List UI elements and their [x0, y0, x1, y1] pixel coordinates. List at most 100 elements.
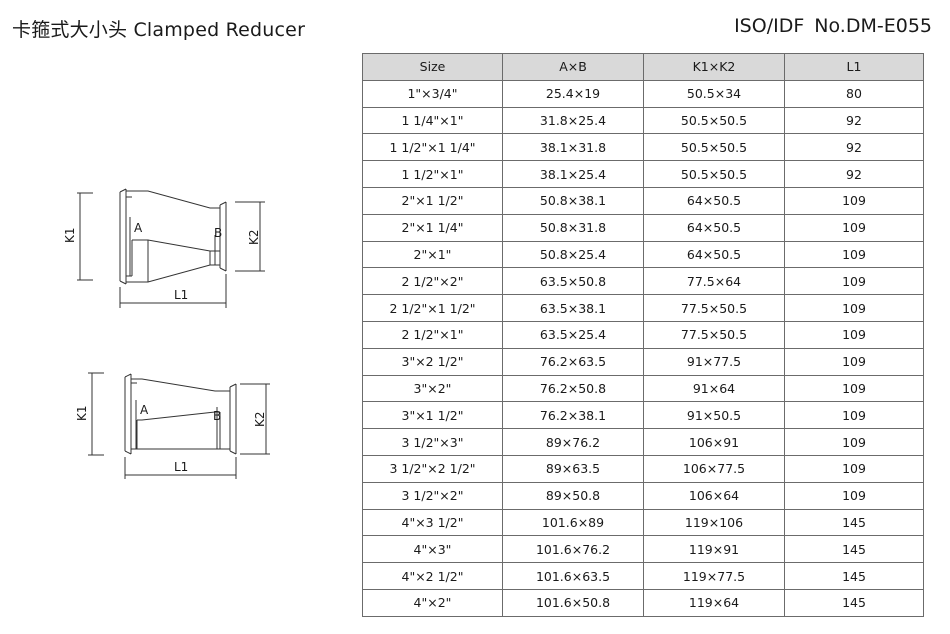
size-cell: 1 1/2"×1": [362, 160, 503, 188]
size-cell: 4"×3": [362, 535, 503, 564]
k1-k2-cell: 91×64: [643, 374, 785, 403]
a-b-cell: 101.6×76.2: [502, 535, 644, 564]
l1-cell: 145: [784, 535, 924, 564]
page-title: 卡箍式大小头 Clamped Reducer: [12, 19, 306, 41]
a-b-cell: 76.2×38.1: [502, 401, 644, 430]
size-cell: 4"×3 1/2": [362, 508, 503, 537]
size-cell: 3"×2 1/2": [362, 347, 503, 376]
k1-k2-cell: 91×50.5: [643, 401, 785, 430]
k1-k2-cell: 106×77.5: [643, 454, 785, 483]
k1-k2-cell: 50.5×50.5: [643, 106, 785, 135]
a-b-cell: 63.5×50.8: [502, 267, 644, 296]
size-cell: 3 1/2"×2 1/2": [362, 454, 503, 483]
k1-k2-cell: 106×91: [643, 428, 785, 456]
a-b-cell: 89×50.8: [502, 481, 644, 510]
k2-label: K2: [247, 229, 261, 245]
l1-cell: 80: [784, 79, 924, 108]
l1-label: L1: [174, 460, 188, 474]
size-cell: 4"×2 1/2": [362, 562, 503, 590]
col-header-l1: L1: [784, 53, 924, 81]
l1-cell: 109: [784, 347, 924, 376]
l1-cell: 109: [784, 454, 924, 483]
k1-k2-cell: 64×50.5: [643, 186, 785, 215]
a-b-cell: 101.6×89: [502, 508, 644, 537]
k1-k2-cell: 77.5×50.5: [643, 294, 785, 322]
size-cell: 3"×1 1/2": [362, 401, 503, 430]
a-b-cell: 38.1×31.8: [502, 133, 644, 162]
a-b-cell: 63.5×25.4: [502, 320, 644, 349]
l1-label: L1: [174, 288, 188, 302]
l1-cell: 145: [784, 562, 924, 590]
size-cell: 3"×2": [362, 374, 503, 403]
k1-k2-cell: 64×50.5: [643, 240, 785, 269]
a-b-cell: 50.8×38.1: [502, 186, 644, 215]
size-cell: 2 1/2"×2": [362, 267, 503, 296]
a-b-cell: 101.6×50.8: [502, 588, 644, 617]
size-cell: 2"×1 1/4": [362, 213, 503, 242]
size-cell: 2 1/2"×1 1/2": [362, 294, 503, 322]
l1-cell: 145: [784, 508, 924, 537]
k1-k2-cell: 119×64: [643, 588, 785, 617]
l1-cell: 109: [784, 213, 924, 242]
col-header-size: Size: [362, 53, 503, 81]
k1-k2-cell: 119×91: [643, 535, 785, 564]
l1-cell: 109: [784, 320, 924, 349]
l1-cell: 92: [784, 133, 924, 162]
l1-cell: 109: [784, 374, 924, 403]
a-b-cell: 76.2×63.5: [502, 347, 644, 376]
k1-label: K1: [75, 405, 89, 421]
l1-cell: 109: [784, 294, 924, 322]
k1-k2-cell: 119×106: [643, 508, 785, 537]
size-cell: 3 1/2"×2": [362, 481, 503, 510]
k1-k2-cell: 91×77.5: [643, 347, 785, 376]
size-cell: 4"×2": [362, 588, 503, 617]
size-cell: 1 1/4"×1": [362, 106, 503, 135]
size-cell: 1"×3/4": [362, 79, 503, 108]
l1-cell: 145: [784, 588, 924, 617]
reducer-drawing-eccentric: K1 A B K2 L1: [75, 372, 270, 479]
l1-cell: 92: [784, 160, 924, 188]
a-b-cell: 25.4×19: [502, 79, 644, 108]
l1-cell: 109: [784, 267, 924, 296]
k1-k2-cell: 64×50.5: [643, 213, 785, 242]
l1-cell: 109: [784, 186, 924, 215]
a-b-cell: 76.2×50.8: [502, 374, 644, 403]
l1-cell: 92: [784, 106, 924, 135]
k1-k2-cell: 50.5×34: [643, 79, 785, 108]
k1-k2-cell: 50.5×50.5: [643, 133, 785, 162]
size-cell: 2"×1": [362, 240, 503, 269]
a-b-cell: 89×63.5: [502, 454, 644, 483]
a-b-cell: 38.1×25.4: [502, 160, 644, 188]
k1-label: K1: [63, 227, 77, 243]
size-cell: 3 1/2"×3": [362, 428, 503, 456]
b-label: B: [213, 409, 221, 423]
l1-cell: 109: [784, 401, 924, 430]
k1-k2-cell: 50.5×50.5: [643, 160, 785, 188]
k2-label: K2: [253, 411, 267, 427]
size-cell: 2 1/2"×1": [362, 320, 503, 349]
a-b-cell: 89×76.2: [502, 428, 644, 456]
standard-number: ISO/IDF No.DM-E055: [734, 15, 932, 37]
a-b-cell: 50.8×31.8: [502, 213, 644, 242]
b-label: B: [214, 226, 222, 240]
k1-k2-cell: 77.5×50.5: [643, 320, 785, 349]
